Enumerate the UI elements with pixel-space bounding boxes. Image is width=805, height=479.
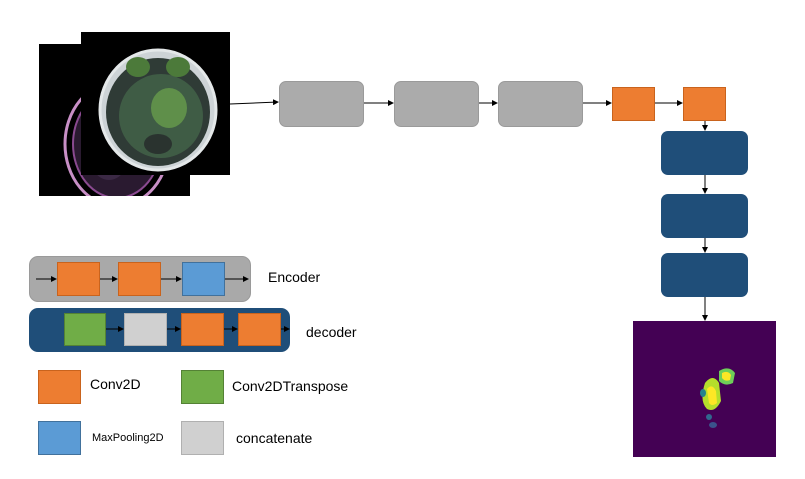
key-conv2dtranspose-label: Conv2DTranspose xyxy=(232,378,349,394)
mask-svg xyxy=(700,368,735,428)
input-mri-image-front xyxy=(81,32,230,175)
decoder-block-3 xyxy=(661,253,748,297)
output-segmentation-mask xyxy=(633,321,776,457)
key-conv2d-swatch xyxy=(38,370,81,404)
encoder-label: Encoder xyxy=(268,269,321,285)
key-concatenate-swatch xyxy=(181,421,224,455)
key-maxpooling2d-label: MaxPooling2D xyxy=(92,432,164,444)
decoder-legend-conv2d-1 xyxy=(181,313,224,346)
decoder-legend-conv2d-2 xyxy=(238,313,281,346)
mri-front-svg xyxy=(98,48,218,172)
encoder-legend-conv2d-1 xyxy=(57,262,100,296)
decoder-legend-conv2dtranspose xyxy=(64,313,106,346)
decoder-legend-concatenate xyxy=(124,313,167,346)
arrow-input-to-encoder-1 xyxy=(229,99,279,106)
encoder-block-3 xyxy=(498,81,583,127)
bottleneck-conv2d-1 xyxy=(612,87,655,121)
key-conv2d-label: Conv2D xyxy=(90,376,141,392)
bottleneck-conv2d-2 xyxy=(683,87,726,121)
decoder-block-1 xyxy=(661,131,748,175)
decoder-label: decoder xyxy=(306,324,357,340)
encoder-block-2 xyxy=(394,81,479,127)
encoder-block-1 xyxy=(279,81,364,127)
key-maxpooling2d-swatch xyxy=(38,421,81,455)
key-conv2dtranspose-swatch xyxy=(181,370,224,404)
decoder-block-2 xyxy=(661,194,748,238)
key-concatenate-label: concatenate xyxy=(236,430,313,446)
encoder-legend-conv2d-2 xyxy=(118,262,161,296)
encoder-legend-maxpooling xyxy=(182,262,225,296)
